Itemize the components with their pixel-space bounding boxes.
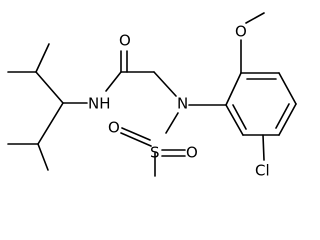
bond [121, 127, 151, 141]
bond [278, 72, 297, 105]
sulfonyl-oxygen-right-label: O [186, 144, 198, 162]
bond [35, 71, 64, 104]
structure-drawing: O NH N O S O O Cl [7, 12, 297, 180]
bond [35, 43, 50, 73]
bond [225, 72, 242, 106]
bond [232, 104, 247, 130]
bond [262, 134, 265, 161]
bond [278, 103, 297, 136]
sulfur-label: S [150, 144, 160, 162]
bond [37, 102, 64, 145]
sulfonamide-nitrogen-label: N [177, 95, 188, 113]
bond [153, 71, 177, 97]
sulfonamide-fragment [120, 104, 227, 177]
chemical-structure: O NH N O S O O Cl [7, 12, 297, 180]
bond [275, 103, 290, 129]
bond [225, 104, 244, 136]
methoxy-oxygen-label: O [235, 23, 247, 41]
bond [120, 132, 152, 147]
bond [245, 12, 265, 24]
amide-nh-label: NH [88, 95, 111, 113]
bond [105, 71, 122, 92]
bond [165, 112, 179, 134]
aromatic-ring [225, 12, 297, 161]
amide-fragment [105, 50, 177, 97]
bond [37, 143, 49, 171]
sulfonyl-oxygen-left-label: O [108, 119, 120, 137]
alkyl-fragment [7, 43, 88, 171]
carbonyl-oxygen-label: O [119, 32, 131, 50]
chlorine-label: Cl [255, 162, 270, 180]
